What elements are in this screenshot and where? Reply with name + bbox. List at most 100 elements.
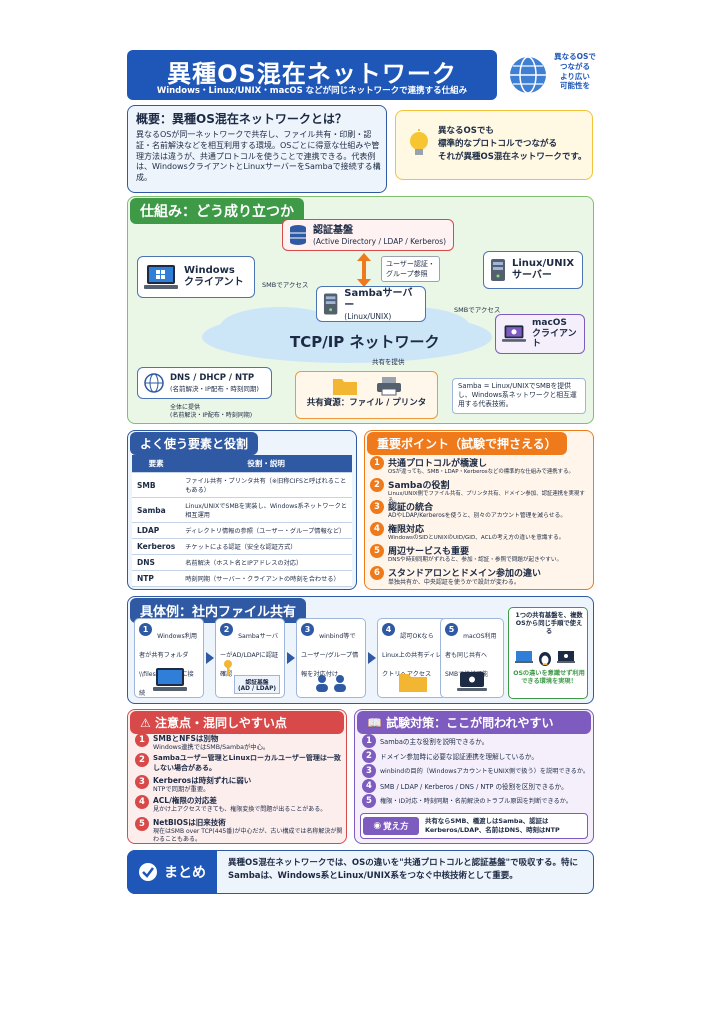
table-cell: Samba: [132, 497, 181, 523]
table-cell: ディレクトリ情報の参照（ユーザー・グループ情報など）: [180, 522, 352, 539]
caution-item-desc: Windows連携ではSMB/Sambaが中心。: [153, 744, 270, 751]
example-step-4: 4 認可OKならLinux上の共有ディレクトリへアクセス: [377, 618, 447, 698]
point-title: 権限対応: [388, 525, 425, 535]
linux-server-title: Linux/UNIX サーバー: [512, 258, 575, 281]
list-item: 5 NetBIOSは旧来技術現在はSMB over TCP(445番)が中心だが、…: [135, 817, 343, 843]
mac-icon: [557, 651, 575, 663]
caution-number: 5: [135, 817, 149, 831]
step-text: SambaサーバーがAD/LDAPに認証確認: [220, 633, 279, 678]
warning-icon: ⚠: [140, 716, 151, 730]
dns-globe-icon: [144, 373, 164, 393]
caution-title: ⚠ 注意点・混同しやすい点: [130, 711, 344, 734]
step-number: 3: [301, 623, 314, 636]
caution-number: 1: [135, 733, 149, 747]
folder-icon: [399, 674, 427, 692]
list-item: 1 Sambaの主な役割を説明できるか。: [362, 733, 590, 748]
smb-left-label: SMBでアクセス: [262, 281, 309, 289]
overview-panel: 概要：異種OS混在ネットワークとは？ 異なるOSが同一ネットワークで共存し、ファ…: [127, 105, 387, 193]
globe-icon: [508, 55, 548, 95]
auth-label: ユーザー認証・ グループ参照: [381, 256, 440, 282]
network-label: TCP/IP ネットワーク: [290, 333, 440, 351]
dns-sub: (名前解決・IP配布・時刻同期): [170, 385, 259, 394]
step-number: 1: [139, 623, 152, 636]
caution-number: 3: [135, 775, 149, 789]
printer-icon: [376, 377, 401, 396]
users-icon: [316, 675, 346, 692]
page-subtitle: Windows・Linux/UNIX・macOS などが同じネットワークで連携す…: [156, 86, 468, 96]
table-cell: SMB: [132, 472, 181, 498]
table-cell: NTP: [132, 570, 181, 587]
caution-item-title: SMBとNFSは別物: [153, 734, 219, 743]
folder-icon: [332, 379, 357, 395]
point-title: Sambaの役割: [388, 481, 450, 491]
callout-text: 異なるOSでも 標準的なプロトコルでつながる それが異種OS混在ネットワークです…: [438, 126, 587, 163]
caution-item-desc: 現在はSMB over TCP(445番)が中心だが、古い構成では名称解決が関わ…: [153, 828, 343, 843]
table-cell: ファイル共有・プリンタ共有（※旧称CIFSと呼ばれることもある）: [180, 472, 352, 498]
summary-label-box: まとめ: [127, 850, 217, 894]
caution-item-title: Sambaユーザー管理とLinuxローカルユーザー管理は一致しない場合がある。: [153, 754, 341, 772]
overview-body: 異なるOSが同一ネットワークで共存し、ファイル共有・印刷・認証・名前解決などを相…: [136, 130, 381, 183]
linux-penguin-icon: [539, 652, 551, 666]
summary-label: まとめ: [164, 865, 206, 881]
point-desc: OSが違っても、SMB・LDAP・Kerberosなどの標準的な仕組みで連携する…: [388, 469, 574, 475]
exam-title: 📖 試験対策：ここが問われやすい: [357, 711, 591, 734]
header-banner: 異種OS混在ネットワーク Windows・Linux/UNIX・macOS など…: [127, 50, 497, 100]
share-label: 共有を提供: [372, 358, 405, 366]
book-icon: 📖: [367, 716, 382, 730]
table-cell: 時刻同期（サーバー・クライアントの時刻を合わせる）: [180, 570, 352, 587]
example-step-3: 3 winbind等でユーザー/グループ情報を対応付け: [296, 618, 366, 698]
point-number: 3: [370, 500, 384, 514]
share-title: 共有資源：ファイル / プリンタ: [306, 398, 427, 408]
globe-caption: 異なるOSで つながる より広い 可能性を: [554, 52, 596, 91]
list-item: 5 権限・ID対応・時刻同期・名前解決のトラブル原因を判断できるか。: [362, 793, 590, 808]
mechanism-title: 仕組み：どう成り立つか: [130, 198, 304, 224]
point-title: スタンドアロンとドメイン参加の違い: [388, 569, 542, 579]
caution-item-title: NetBIOSは旧来技術: [153, 818, 226, 827]
exam-number: 2: [362, 748, 376, 763]
side-bottom-text: OSの違いを意識せず利用できる環境を実現！: [513, 670, 585, 686]
windows-laptop-icon: [144, 265, 178, 289]
samba-title: Sambaサーバー: [344, 287, 413, 311]
exam-number: 4: [362, 778, 376, 793]
caution-title-text: 注意点・混同しやすい点: [154, 716, 287, 730]
point-desc: ADやLDAP/Kerberosを使うと、別々のアカウント管理を減らせる。: [388, 513, 567, 519]
overview-callout: 異なるOSでも 標準的なプロトコルでつながる それが異種OS混在ネットワークです…: [395, 110, 593, 180]
macos-title: macOS クライアント: [532, 317, 577, 350]
example-side-box: 1つの共有基盤を、複数OSから同じ手順で使える OSの違いを意識せず利用できる環…: [508, 607, 588, 699]
key-icon: [224, 660, 232, 676]
point-desc: Linux/UNIX側でファイル共有、プリンタ共有、ドメイン参加、認証連携を実現…: [388, 491, 585, 504]
points-title: 重要ポイント（試験で押さえる）: [367, 432, 567, 455]
exam-text: 権限・ID対応・時刻同期・名前解決のトラブル原因を判断できるか。: [380, 798, 572, 805]
lightbulb-icon: [406, 129, 432, 165]
os-icons: [515, 650, 575, 666]
point-number: 6: [370, 566, 384, 580]
step-arrow: [368, 652, 376, 664]
exam-text: Sambaの主な役割を説明できるか。: [380, 737, 489, 746]
auth-arrow: [356, 253, 372, 291]
exam-number: 5: [362, 793, 376, 808]
example-step-1: 1 Windows利用者が共有フォルダ\\filesrv\shareに接続: [134, 618, 204, 698]
exam-number: 1: [362, 733, 376, 748]
exam-title-text: 試験対策：ここが問われやすい: [386, 716, 554, 730]
memo-label: ◉ 覚え方: [363, 817, 419, 835]
table-header: 要素: [132, 455, 181, 473]
exam-text: winbindの目的（WindowsアカウントをUNIX側で扱う）を説明できるか…: [380, 768, 590, 775]
exam-text: SMB / LDAP / Kerberos / DNS / NTP の役割を区別…: [380, 782, 568, 791]
summary-text: 異種OS混在ネットワークでは、OSの違いを"共通プロトコルと認証基盤"で吸収する…: [228, 858, 579, 881]
step-text: winbind等でユーザー/グループ情報を対応付け: [301, 633, 359, 678]
point-title: 認証の統合: [388, 503, 434, 513]
share-node: 共有資源：ファイル / プリンタ: [295, 371, 438, 419]
point-title: 共通プロトコルが橋渡し: [388, 459, 488, 469]
step-number: 5: [445, 623, 458, 636]
